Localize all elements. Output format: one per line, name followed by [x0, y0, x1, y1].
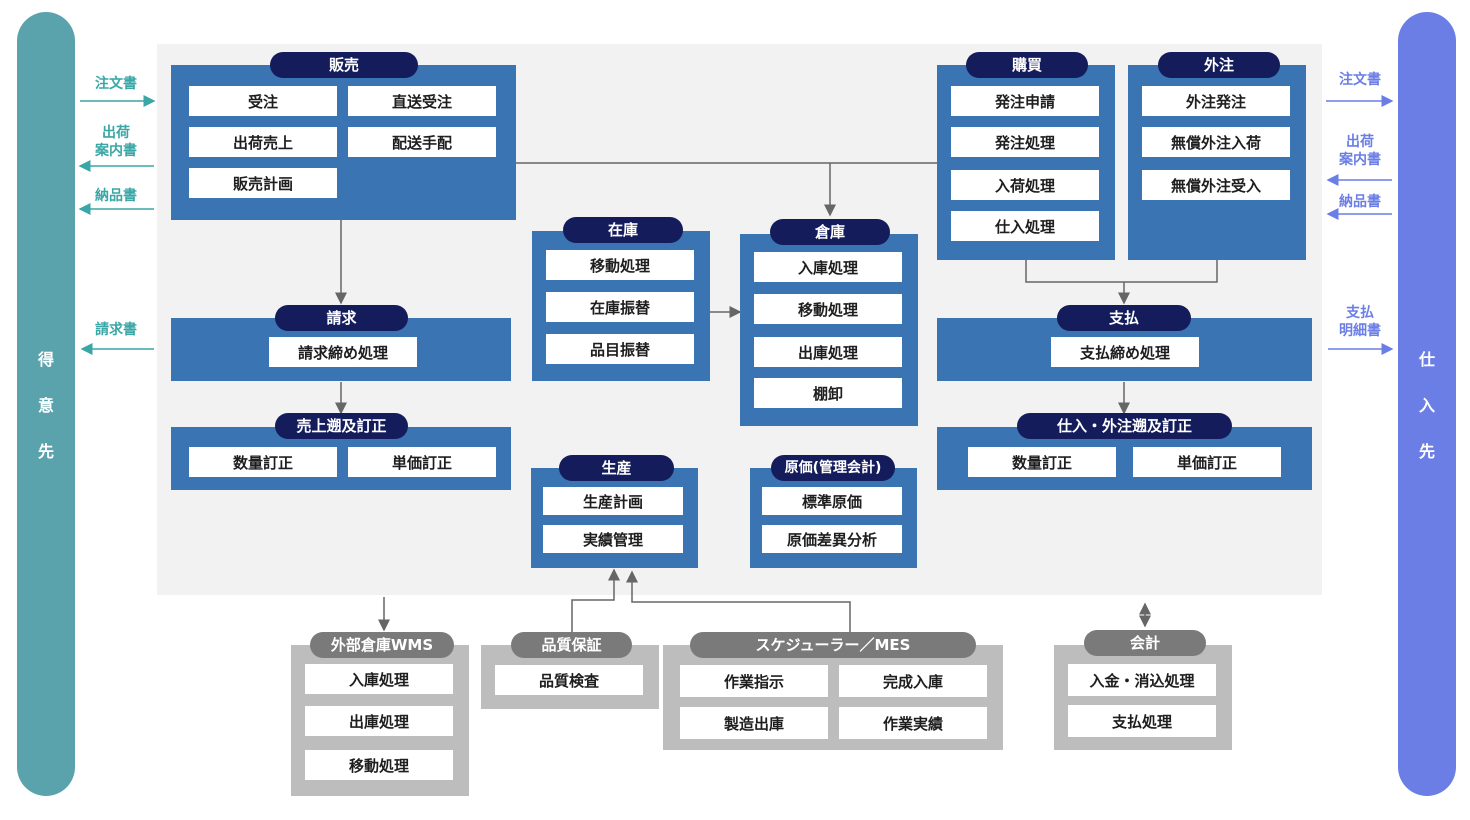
purchasing-item-purchase[interactable]: 仕入処理: [951, 211, 1099, 241]
module-sales-title: 販売: [270, 52, 418, 78]
doc-shipping-right: 出荷 案内書: [1326, 133, 1394, 169]
doc-shipping-right-line2: 案内書: [1339, 152, 1381, 168]
accounting-item-receipt[interactable]: 入金・消込処理: [1068, 664, 1216, 696]
supplier-char-3: 先: [1418, 442, 1435, 461]
mes-item-work-results[interactable]: 作業実績: [839, 707, 987, 739]
purchasing-item-order[interactable]: 発注処理: [951, 127, 1099, 157]
cost-item-variance-analysis[interactable]: 原価差異分析: [762, 525, 902, 553]
module-outsourcing-title: 外注: [1158, 52, 1280, 78]
doc-order-left: 注文書: [95, 76, 137, 92]
module-production-title: 生産: [559, 455, 674, 481]
sales-item-direct-order[interactable]: 直送受注: [348, 86, 496, 116]
sales-item-delivery-arrangement[interactable]: 配送手配: [348, 127, 496, 157]
warehouse-item-receiving[interactable]: 入庫処理: [754, 252, 902, 282]
purchase-correction-item-unit-price[interactable]: 単価訂正: [1133, 447, 1281, 477]
supplier-char-1: 仕: [1418, 350, 1435, 369]
customer-char-1: 得: [37, 350, 54, 369]
module-production: [531, 468, 698, 568]
doc-payment-right: 支払 明細書: [1326, 304, 1394, 340]
outsourcing-item-order[interactable]: 外注発注: [1142, 86, 1290, 116]
customer-char-3: 先: [37, 442, 54, 461]
doc-payment-right-line1: 支払: [1346, 305, 1374, 321]
doc-delivery-left: 納品書: [95, 188, 137, 204]
warehouse-item-move[interactable]: 移動処理: [754, 294, 902, 324]
external-mes-title: スケジューラー／MES: [690, 632, 976, 658]
module-warehouse-title: 倉庫: [770, 219, 890, 245]
production-item-results[interactable]: 実績管理: [543, 525, 683, 553]
supplier-bar: 仕 入 先: [1398, 12, 1456, 796]
module-cost: [750, 468, 917, 568]
sales-correction-item-quantity[interactable]: 数量訂正: [189, 447, 337, 477]
warehouse-item-shipping[interactable]: 出庫処理: [754, 337, 902, 367]
wms-item-shipping[interactable]: 出庫処理: [305, 706, 453, 736]
mes-item-completion[interactable]: 完成入庫: [839, 665, 987, 697]
doc-shipping-left-line1: 出荷: [102, 125, 130, 141]
mes-item-production-issue[interactable]: 製造出庫: [680, 707, 828, 739]
module-sales-correction-title: 売上遡及訂正: [275, 413, 408, 439]
payment-item-closing[interactable]: 支払締め処理: [1051, 337, 1199, 367]
production-item-plan[interactable]: 生産計画: [543, 487, 683, 515]
purchasing-item-arrival[interactable]: 入荷処理: [951, 170, 1099, 200]
external-wms-title: 外部倉庫WMS: [310, 632, 454, 658]
sales-item-shipping-sales[interactable]: 出荷売上: [189, 127, 337, 157]
wms-item-move[interactable]: 移動処理: [305, 750, 453, 780]
customer-char-2: 意: [37, 396, 54, 415]
module-payment-title: 支払: [1057, 305, 1191, 331]
doc-payment-right-line2: 明細書: [1339, 323, 1381, 339]
outsourcing-item-free-arrival[interactable]: 無償外注入荷: [1142, 127, 1290, 157]
sales-correction-item-unit-price[interactable]: 単価訂正: [348, 447, 496, 477]
module-billing-title: 請求: [275, 305, 408, 331]
doc-invoice-left: 請求書: [95, 322, 137, 338]
inventory-item-transfer[interactable]: 在庫振替: [546, 292, 694, 322]
doc-shipping-left: 出荷 案内書: [82, 124, 150, 160]
module-purchase-correction-title: 仕入・外注遡及訂正: [1017, 413, 1232, 439]
external-qa-title: 品質保証: [511, 632, 632, 658]
cost-item-standard[interactable]: 標準原価: [762, 487, 902, 515]
module-purchasing-title: 購買: [966, 52, 1088, 78]
mes-item-work-order[interactable]: 作業指示: [680, 665, 828, 697]
sales-item-sales-plan[interactable]: 販売計画: [189, 168, 337, 198]
warehouse-item-stocktake[interactable]: 棚卸: [754, 378, 902, 408]
qa-item-inspection[interactable]: 品質検査: [495, 665, 643, 695]
sales-item-order[interactable]: 受注: [189, 86, 337, 116]
doc-order-right: 注文書: [1339, 72, 1381, 88]
customer-bar: 得 意 先: [17, 12, 75, 796]
doc-shipping-right-line1: 出荷: [1346, 134, 1374, 150]
doc-delivery-right: 納品書: [1339, 194, 1381, 210]
inventory-item-item-transfer[interactable]: 品目振替: [546, 334, 694, 364]
module-inventory-title: 在庫: [563, 217, 683, 243]
billing-item-closing[interactable]: 請求締め処理: [269, 337, 417, 367]
inventory-item-move[interactable]: 移動処理: [546, 250, 694, 280]
wms-item-receiving[interactable]: 入庫処理: [305, 664, 453, 694]
external-accounting-title: 会計: [1084, 630, 1206, 656]
supplier-char-2: 入: [1418, 396, 1435, 415]
outsourcing-item-free-receipt[interactable]: 無償外注受入: [1142, 170, 1290, 200]
module-cost-title: 原価(管理会計): [771, 455, 895, 481]
purchase-correction-item-quantity[interactable]: 数量訂正: [968, 447, 1116, 477]
doc-shipping-left-line2: 案内書: [95, 143, 137, 159]
purchasing-item-request[interactable]: 発注申請: [951, 86, 1099, 116]
accounting-item-payment[interactable]: 支払処理: [1068, 705, 1216, 737]
